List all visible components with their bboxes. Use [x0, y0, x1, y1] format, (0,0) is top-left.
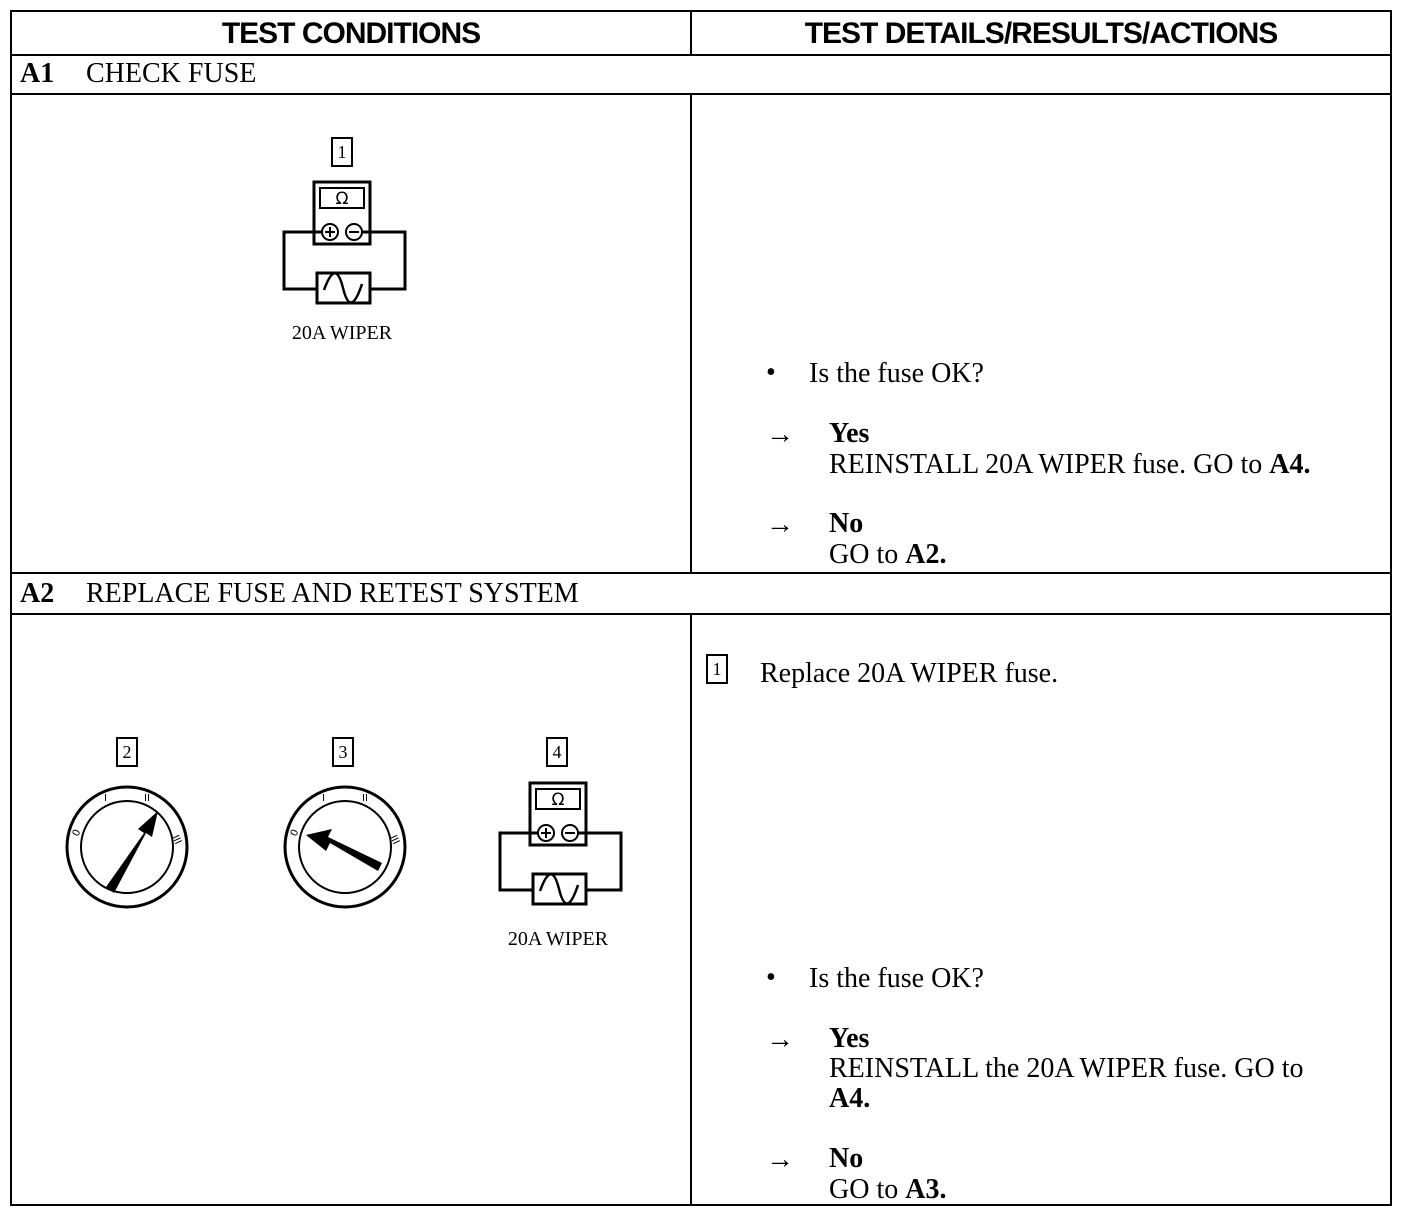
- a2-no-label: No: [829, 1143, 864, 1174]
- a1-no-ref: A2.: [905, 539, 947, 570]
- pos-1: I: [322, 793, 325, 804]
- header-divider: [690, 12, 692, 56]
- a2-step2-marker: 2: [116, 737, 138, 767]
- ohmmeter-fuse-icon: Ω: [498, 781, 623, 906]
- a2-yes-text: REINSTALL the 20A WIPER fuse. GO to: [829, 1053, 1304, 1084]
- a2-switch-run-figure: 2 0 I II III: [62, 737, 192, 917]
- pos-1: I: [104, 793, 107, 804]
- a2-switch-off-figure: 3 0 I II III: [280, 737, 410, 917]
- ohm-symbol: Ω: [336, 189, 349, 209]
- a2-step4-marker: 4: [546, 737, 568, 767]
- section-a1-id: A1: [20, 58, 55, 89]
- a1-step-marker: 1: [331, 137, 353, 167]
- a2-yes-ref: A4.: [829, 1083, 871, 1114]
- diagnostic-table: TEST CONDITIONS TEST DETAILS/RESULTS/ACT…: [10, 10, 1392, 1206]
- a2-instruction-text: Replace 20A WIPER fuse.: [760, 658, 1059, 689]
- a2-title-rule: [12, 613, 1390, 615]
- a2-ohmmeter-figure: 4 Ω: [488, 737, 628, 957]
- a1-yes-arrow: →: [766, 419, 794, 450]
- a1-yes-action: REINSTALL 20A WIPER fuse. GO to A4.: [829, 450, 1311, 480]
- section-a2-id: A2: [20, 578, 55, 609]
- a1-yes-text: REINSTALL 20A WIPER fuse. GO to: [829, 449, 1270, 480]
- a2-yes-label: Yes: [829, 1023, 870, 1054]
- pos-3: III: [387, 834, 401, 847]
- section-a1-name: CHECK FUSE: [86, 58, 257, 89]
- section-a1-title: A1 CHECK FUSE: [20, 54, 256, 94]
- ohmmeter-fuse-icon: Ω: [282, 180, 407, 305]
- a2-fuse-label: 20A WIPER: [507, 928, 609, 950]
- a2-question: Is the fuse OK?: [809, 963, 984, 994]
- ignition-switch-off-icon: 0 I II III: [283, 785, 407, 909]
- header-test-details: TEST DETAILS/RESULTS/ACTIONS: [804, 17, 1279, 50]
- section-a2-name: REPLACE FUSE AND RETEST SYSTEM: [86, 578, 579, 609]
- a1-title-rule: [12, 93, 1390, 95]
- a1-no-label: No: [829, 508, 864, 539]
- a1-no-action: GO to A2.: [829, 540, 946, 570]
- a1-yes-ref: A4.: [1269, 449, 1311, 480]
- a2-step3-marker: 3: [332, 737, 354, 767]
- a1-ohmmeter-figure: 1 Ω: [272, 132, 412, 352]
- header-test-conditions: TEST CONDITIONS: [221, 17, 481, 50]
- a1-no-text: GO to: [829, 539, 906, 570]
- pos-3: III: [169, 834, 183, 847]
- header-rule: [12, 54, 1390, 56]
- a2-instruction-step: 1: [706, 654, 728, 684]
- a1-bullet: •: [766, 357, 776, 388]
- a1-no-arrow: →: [766, 509, 794, 540]
- a2-no-action: GO to A3.: [829, 1175, 946, 1205]
- a2-divider: [690, 614, 692, 1206]
- a1-end-rule: [12, 572, 1390, 574]
- ignition-switch-run-icon: 0 I II III: [65, 785, 189, 909]
- pos-2: II: [144, 793, 150, 804]
- a1-yes-label: Yes: [829, 418, 870, 449]
- a2-bullet: •: [766, 962, 776, 993]
- ohm-symbol: Ω: [552, 790, 565, 810]
- a2-no-ref: A3.: [905, 1174, 947, 1205]
- a2-no-text: GO to: [829, 1174, 906, 1205]
- pos-0: 0: [289, 828, 302, 838]
- pos-2: II: [362, 793, 368, 804]
- a1-question: Is the fuse OK?: [809, 358, 984, 389]
- a1-fuse-label: 20A WIPER: [291, 322, 393, 344]
- a2-yes-arrow: →: [766, 1024, 794, 1055]
- section-a2-title: A2 REPLACE FUSE AND RETEST SYSTEM: [20, 574, 579, 614]
- a1-divider: [690, 94, 692, 574]
- pos-0: 0: [71, 828, 84, 838]
- a2-no-arrow: →: [766, 1144, 794, 1175]
